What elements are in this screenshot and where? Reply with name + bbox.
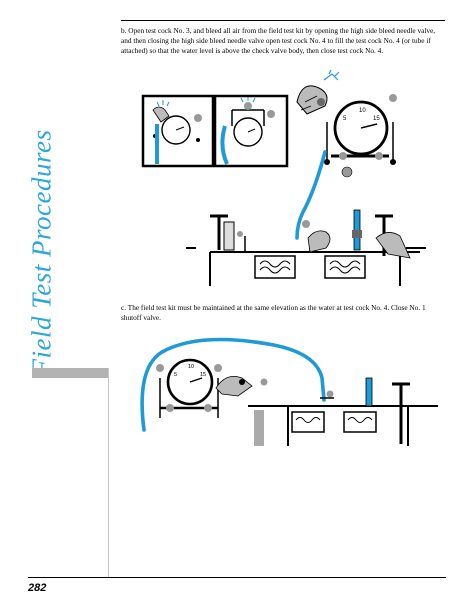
figure-b-inset-diagrams bbox=[141, 94, 289, 168]
sidebar-section-title: Field Test Procedures bbox=[12, 130, 72, 376]
figure-b-hose bbox=[295, 150, 327, 240]
step-c-text: c. The field test kit must be maintained… bbox=[121, 303, 426, 322]
bottom-rule bbox=[28, 577, 446, 578]
figure-b-test-kit: 5 10 15 bbox=[296, 69, 397, 178]
figure-b-backflow-assembly bbox=[186, 209, 426, 286]
page-number: 282 bbox=[28, 582, 47, 594]
sidebar-gray-bar bbox=[32, 368, 109, 378]
step-b-text: b. Open test cock No. 3, and bleed all a… bbox=[121, 26, 436, 55]
gauge-c-label-5: 5 bbox=[174, 372, 177, 378]
gauge-label-10: 10 bbox=[359, 108, 366, 114]
gauge-label-15: 15 bbox=[373, 116, 380, 122]
gauge-c-label-15: 15 bbox=[200, 372, 206, 378]
sidebar-divider bbox=[108, 368, 109, 578]
top-rule bbox=[121, 20, 445, 21]
gauge-c-label-10: 10 bbox=[188, 364, 194, 370]
figure-c-assembly: 5 10 15 bbox=[140, 337, 438, 446]
inset-panel-left bbox=[141, 94, 215, 168]
gauge-label-5: 5 bbox=[343, 116, 347, 122]
inset-panel-right bbox=[213, 94, 289, 168]
section-title-text: Field Test Procedures bbox=[26, 129, 57, 376]
